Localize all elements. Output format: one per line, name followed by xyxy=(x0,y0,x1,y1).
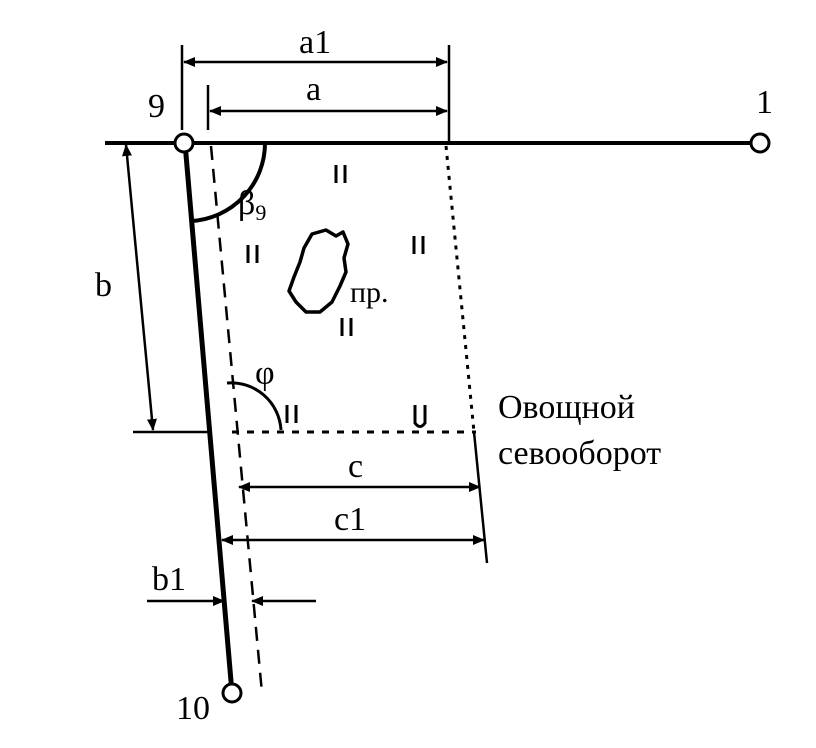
station-10-label: 10 xyxy=(176,690,210,727)
angle-beta-label: β9 xyxy=(238,185,266,225)
obstacle-outline xyxy=(287,228,350,314)
dimension-label-c: c xyxy=(348,448,363,485)
hatch-symbol xyxy=(413,405,427,428)
angle-phi-label: φ xyxy=(255,355,275,392)
hatch-symbol xyxy=(285,405,298,423)
field-boundary-right xyxy=(444,145,476,433)
hatch-symbol xyxy=(246,245,259,263)
station-9-label: 9 xyxy=(148,88,165,125)
field-label-line1: Овощной xyxy=(498,389,635,426)
angle-beta-subscript: 9 xyxy=(255,200,266,225)
dimension-label-c1: c1 xyxy=(334,501,366,538)
field-label-line2: севооборот xyxy=(498,435,661,472)
dimension-label-b: b xyxy=(95,267,112,304)
angle-phi-arc xyxy=(226,381,283,431)
extension-line-right xyxy=(472,431,489,564)
field-boundary-left xyxy=(209,145,264,694)
hatch-symbol xyxy=(334,165,347,183)
station-10-marker xyxy=(221,682,243,704)
dimension-label-a1: a1 xyxy=(299,24,331,61)
hatch-symbol xyxy=(412,236,425,254)
obstacle-label: пр. xyxy=(350,276,389,309)
dimension-label-b1: b1 xyxy=(152,561,186,598)
station-1-marker xyxy=(749,132,771,154)
angle-beta-arc xyxy=(190,142,268,223)
station-9-marker xyxy=(173,132,195,154)
dimension-arrow-b xyxy=(122,144,157,431)
traverse-line-9-10 xyxy=(182,142,235,694)
station-1-label: 1 xyxy=(756,84,773,121)
hatch-symbols xyxy=(246,165,427,428)
hatch-symbol xyxy=(340,318,353,336)
dimension-label-a: a xyxy=(306,71,321,108)
